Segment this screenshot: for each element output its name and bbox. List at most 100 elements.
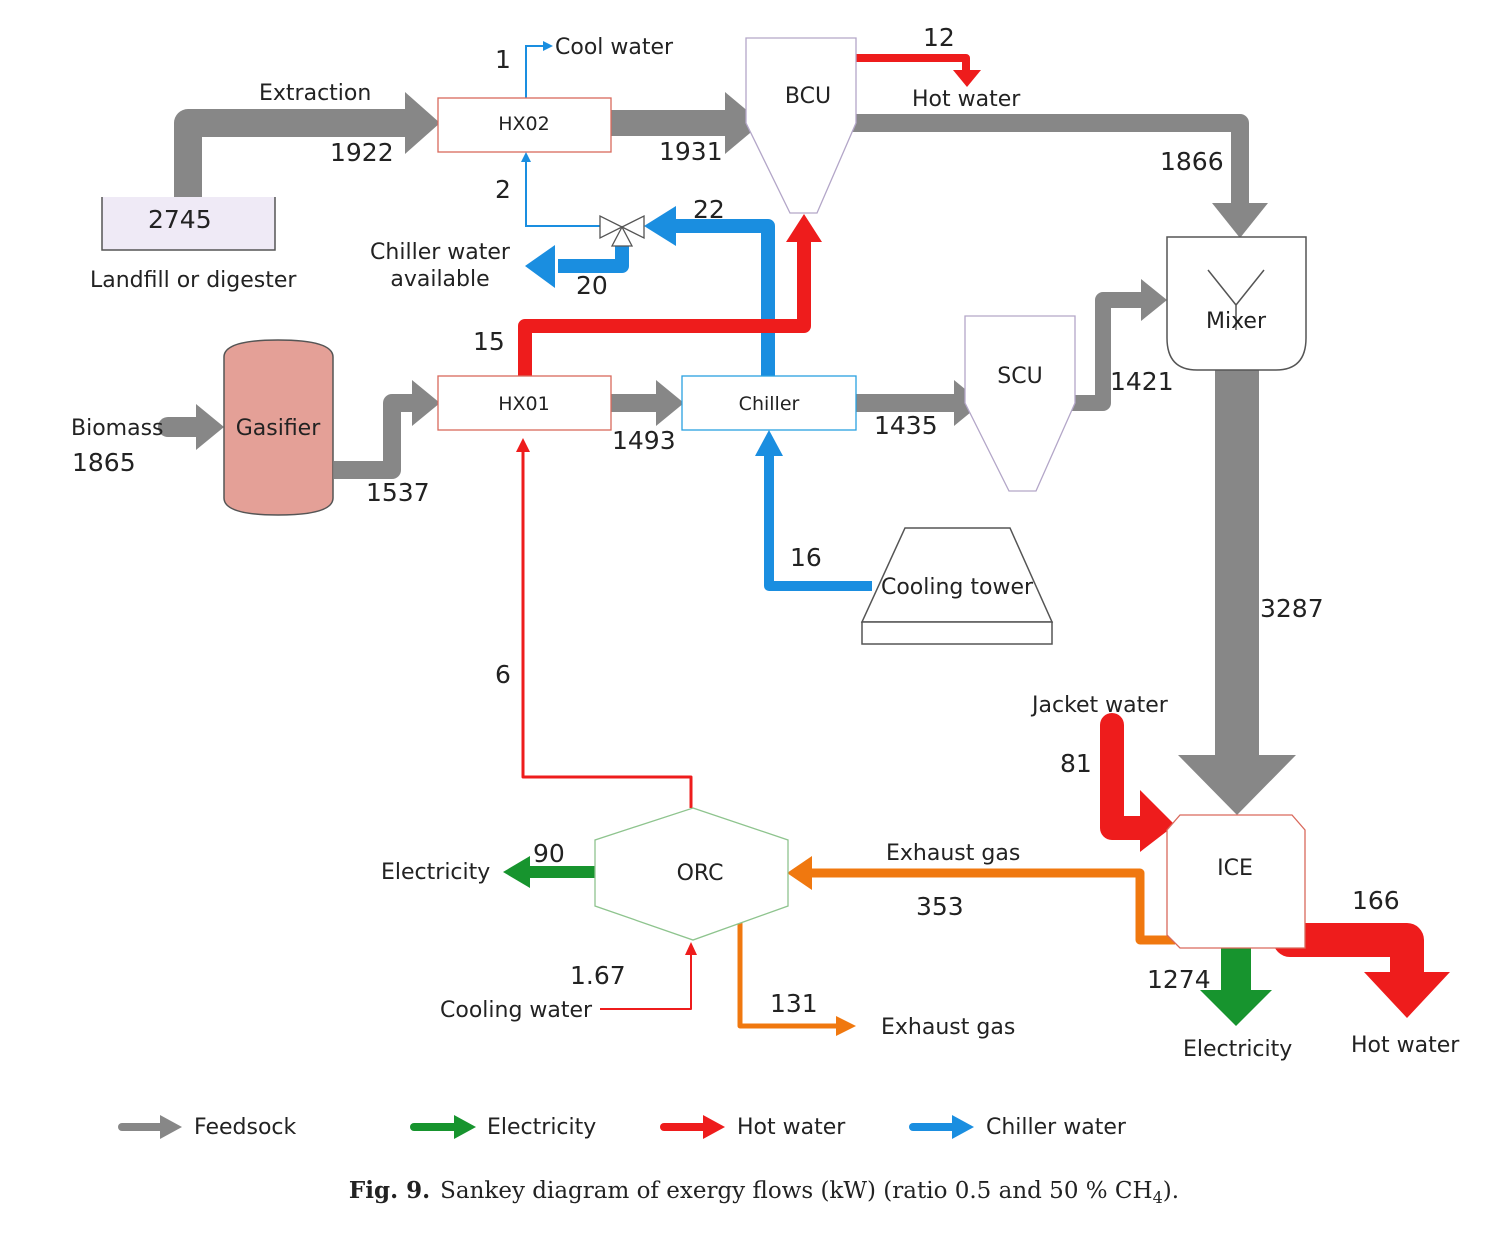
chiller-water-line1: Chiller water bbox=[370, 240, 511, 265]
gasifier-hx01-flow bbox=[334, 394, 418, 479]
bcu-mixer-flow bbox=[831, 114, 1249, 214]
bcu-hotwater-flow bbox=[856, 54, 970, 72]
caption-subscript: 4 bbox=[1153, 1188, 1163, 1207]
cooling-tower-base bbox=[861, 621, 1053, 645]
legend-hotwater-label: Hot water bbox=[737, 1115, 846, 1140]
jacket-water-value: 81 bbox=[1060, 749, 1092, 778]
orc-cooling-value: 1.67 bbox=[570, 961, 626, 990]
landfill-label: Landfill or digester bbox=[90, 268, 297, 293]
orc-electricity-value: 90 bbox=[533, 839, 565, 868]
stream2-number: 2 bbox=[495, 175, 511, 204]
biomass-value: 1865 bbox=[72, 448, 136, 477]
legend-chillerwater-label: Chiller water bbox=[986, 1115, 1127, 1140]
valve-left-half bbox=[599, 214, 624, 240]
bcu-mixer-arrowhead bbox=[1212, 203, 1268, 238]
legend-chillerwater-arrowhead bbox=[952, 1115, 974, 1139]
scu-shape bbox=[964, 315, 1076, 492]
stream1-line bbox=[525, 45, 545, 98]
valve-right-half bbox=[620, 214, 645, 240]
figure-caption: Fig. 9.Sankey diagram of exergy flows (k… bbox=[349, 1177, 1179, 1207]
legend-item-electricity: Electricity bbox=[410, 1115, 596, 1140]
ice-hotwater-label: Hot water bbox=[1351, 1033, 1460, 1058]
gasifier-label: Gasifier bbox=[236, 416, 321, 441]
stream22-flow bbox=[670, 219, 775, 378]
biomass-arrowhead bbox=[196, 404, 224, 450]
stream22-arrowhead bbox=[644, 206, 676, 246]
cooling-tower-label: Cooling tower bbox=[881, 575, 1034, 600]
stream15-flow bbox=[518, 240, 811, 376]
bcu-hotwater-label: Hot water bbox=[912, 87, 1021, 112]
bcu-mixer-value: 1866 bbox=[1160, 147, 1224, 176]
mixer-y-symbol bbox=[1207, 269, 1265, 330]
ice-electricity-label: Electricity bbox=[1183, 1037, 1292, 1062]
jacket-water-flow bbox=[1100, 713, 1162, 840]
orc-hexagon bbox=[594, 807, 789, 941]
exhaust-out-flow bbox=[737, 918, 838, 1029]
stream6-number: 6 bbox=[495, 660, 511, 689]
orc-cooling-label: Cooling water bbox=[440, 998, 593, 1023]
jacket-water-arrowhead bbox=[1140, 790, 1175, 852]
stream22-number: 22 bbox=[693, 195, 725, 224]
mixer-label: Mixer bbox=[1206, 309, 1267, 334]
hx02-bcu-value: 1931 bbox=[659, 137, 723, 166]
ice-shape bbox=[1166, 814, 1306, 949]
caption-suffix: ). bbox=[1163, 1178, 1179, 1204]
stream16-arrowhead bbox=[755, 430, 783, 456]
biomass-label: Biomass bbox=[71, 416, 164, 441]
hx01-chiller-value: 1493 bbox=[612, 426, 676, 455]
stream1-number: 1 bbox=[495, 45, 511, 74]
scu-mixer-flow bbox=[1060, 292, 1145, 411]
cool-water-label: Cool water bbox=[555, 35, 674, 60]
three-way-valve bbox=[599, 214, 645, 247]
stream2-line bbox=[525, 160, 604, 227]
chiller-water-line2: available bbox=[390, 267, 489, 292]
ice-electricity-arrowhead bbox=[1200, 990, 1272, 1026]
chiller-water-flows bbox=[521, 41, 872, 591]
legend: Feedsock Electricity Hot water Chiller w… bbox=[118, 1115, 1127, 1140]
orc-coolingwater-flow bbox=[600, 954, 692, 1010]
stream16-flow bbox=[764, 455, 872, 591]
orc-label: ORC bbox=[677, 861, 724, 886]
exhaust-in-value: 353 bbox=[916, 892, 964, 921]
mixer-ice-value: 3287 bbox=[1260, 594, 1324, 623]
stream16-number: 16 bbox=[790, 543, 822, 572]
bcu-hotwater-arrowhead bbox=[953, 70, 981, 87]
legend-feedstock-label: Feedsock bbox=[194, 1115, 297, 1140]
hx02-box bbox=[437, 97, 612, 153]
landfill-value: 2745 bbox=[148, 205, 212, 234]
stream20-arrowhead bbox=[525, 245, 555, 288]
landfill-tank bbox=[101, 197, 276, 251]
ice-label: ICE bbox=[1217, 856, 1253, 881]
valve-bottom-half bbox=[610, 225, 634, 247]
caption-text: Sankey diagram of exergy flows (kW) (rat… bbox=[440, 1178, 1152, 1204]
scu-label: SCU bbox=[997, 364, 1042, 389]
extraction-label: Extraction bbox=[259, 81, 371, 106]
mixer-ice-arrowhead bbox=[1178, 755, 1296, 815]
orc-coolingwater-arrowhead bbox=[685, 942, 697, 955]
ice-hotwater-flow bbox=[1273, 923, 1424, 989]
exhaust-in-arrowhead bbox=[787, 856, 812, 890]
stream6-arrowhead bbox=[516, 438, 530, 452]
extraction-arrowhead bbox=[405, 92, 440, 154]
stream6-flow bbox=[521, 450, 693, 808]
orc-electricity-arrowhead bbox=[503, 856, 530, 888]
hx01-label: HX01 bbox=[498, 393, 549, 415]
legend-hotwater-arrowhead bbox=[703, 1115, 725, 1139]
legend-item-feedstock: Feedsock bbox=[118, 1115, 297, 1140]
ice-hotwater-value: 166 bbox=[1352, 886, 1400, 915]
hx02-bcu-arrowhead bbox=[725, 92, 762, 154]
gasifier-shape bbox=[223, 339, 334, 516]
exhaust-in-label: Exhaust gas bbox=[886, 841, 1020, 866]
legend-electricity-arrowhead bbox=[454, 1115, 476, 1139]
exhaust-in-flow bbox=[808, 868, 1175, 945]
extraction-flow bbox=[174, 109, 424, 214]
gasifier-hx01-value: 1537 bbox=[366, 478, 430, 507]
scu-mixer-value: 1421 bbox=[1110, 367, 1174, 396]
bcu-label: BCU bbox=[785, 84, 831, 109]
stream15-arrowhead bbox=[786, 214, 822, 242]
chiller-scu-value: 1435 bbox=[874, 411, 938, 440]
legend-feedstock-arrowhead bbox=[160, 1115, 182, 1139]
feedstock-flows bbox=[158, 92, 1296, 815]
scu-mixer-arrowhead bbox=[1141, 279, 1167, 321]
